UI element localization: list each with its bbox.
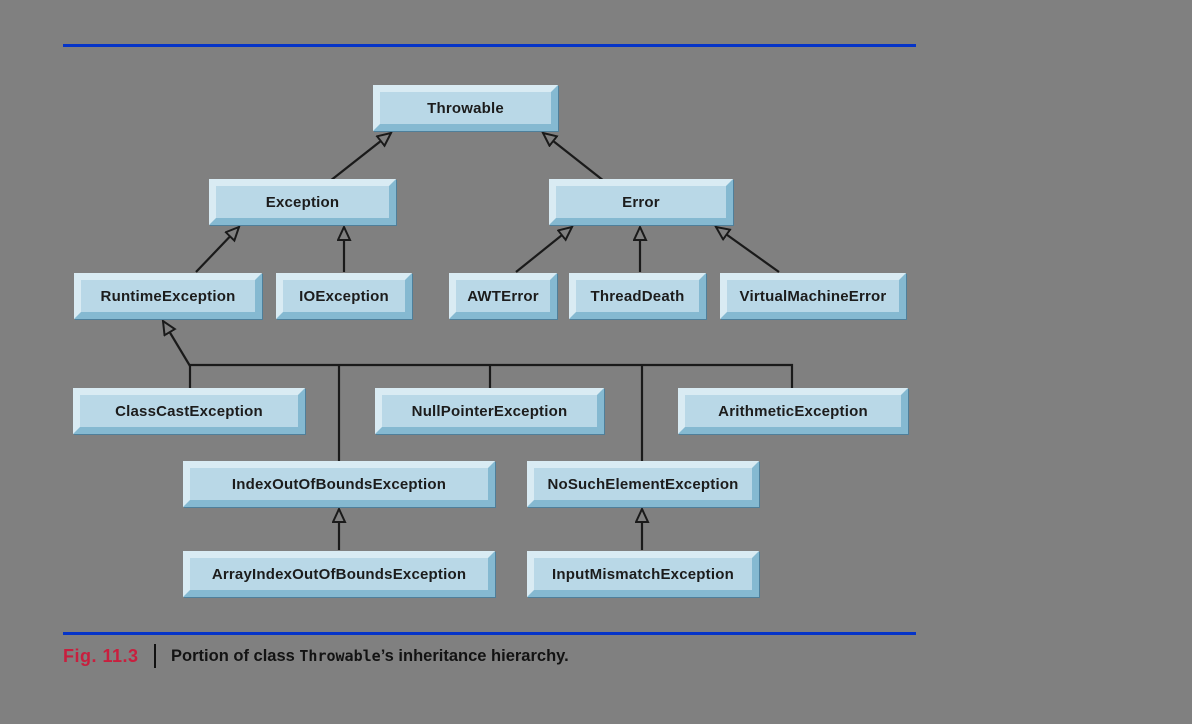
class-box-error: Error [549, 179, 733, 225]
caption-prefix: Portion of class [171, 646, 300, 665]
caption-divider-bar [153, 644, 157, 668]
class-box-io-exception: IOException [276, 273, 412, 319]
class-box-label: ArrayIndexOutOfBoundsException [211, 565, 467, 583]
edge-awterror-to-error [515, 227, 572, 273]
class-box-runtime-exception: RuntimeException [74, 273, 262, 319]
class-box-label: AWTError [467, 287, 539, 305]
class-box-input-mismatch-exception: InputMismatchException [527, 551, 759, 597]
class-box-throwable: Throwable [373, 85, 558, 131]
class-box-exception: Exception [209, 179, 396, 225]
class-box-no-such-element-exception: NoSuchElementException [527, 461, 759, 507]
class-box-class-cast-exception: ClassCastException [73, 388, 305, 434]
figure-number: Fig. 11.3 [63, 645, 139, 666]
class-box-label: VirtualMachineError [739, 287, 887, 305]
class-box-label: Throwable [427, 99, 504, 117]
class-box-label: IOException [299, 287, 389, 305]
class-box-label: Exception [265, 193, 340, 211]
class-box-label: NoSuchElementException [547, 475, 739, 493]
class-box-index-out-of-bounds-exception: IndexOutOfBoundsException [183, 461, 495, 507]
class-box-virtual-machine-error: VirtualMachineError [720, 273, 906, 319]
figure-caption: Fig. 11.3 Portion of class Throwable’s i… [63, 644, 569, 668]
edge-error-to-throwable [543, 133, 605, 182]
caption-suffix: ’s inheritance hierarchy. [380, 646, 569, 665]
class-box-label: IndexOutOfBoundsException [231, 475, 447, 493]
class-box-thread-death: ThreadDeath [569, 273, 706, 319]
class-box-label: ClassCastException [115, 402, 263, 420]
caption-text: Portion of class Throwable’s inheritance… [171, 647, 569, 666]
class-box-arithmetic-exception: ArithmeticException [678, 388, 908, 434]
edge-runtimeexception-to-exception [195, 227, 239, 273]
class-box-label: InputMismatchException [552, 565, 734, 583]
edge-exception-to-throwable [329, 133, 391, 182]
class-box-label: NullPointerException [411, 402, 568, 420]
edge-virtualmachineerror-to-error [716, 227, 780, 273]
class-box-label: ThreadDeath [590, 287, 685, 305]
class-box-array-index-out-of-bounds-exception: ArrayIndexOutOfBoundsException [183, 551, 495, 597]
class-box-label: RuntimeException [100, 287, 236, 305]
class-box-awt-error: AWTError [449, 273, 557, 319]
class-box-label: ArithmeticException [718, 402, 868, 420]
edge-bus-to-runtimeexception [163, 321, 191, 367]
top-rule [63, 44, 916, 47]
class-box-null-pointer-exception: NullPointerException [375, 388, 604, 434]
bottom-rule [63, 632, 916, 635]
class-box-label: Error [622, 193, 660, 211]
caption-code-throwable: Throwable [299, 646, 381, 665]
